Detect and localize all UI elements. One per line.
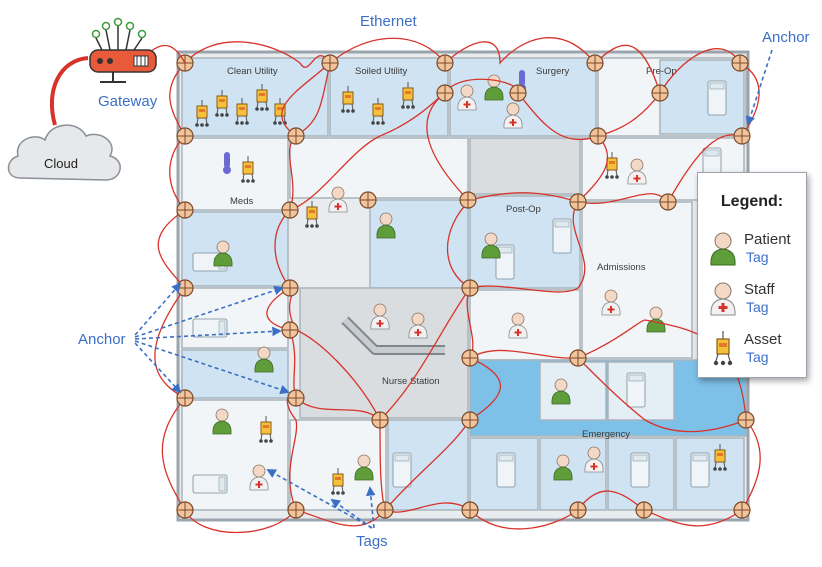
- ethernet-label: Ethernet: [360, 13, 418, 30]
- legend-title: Legend:: [720, 193, 784, 210]
- legend-item-asset: Asset Tag: [706, 329, 802, 375]
- anchor-arrows: [134, 49, 773, 529]
- room-meds: [181, 137, 289, 211]
- anchor-label-top: Anchor: [762, 29, 810, 46]
- legend: Legend: Patient Tag Staff Tag Asset: [697, 172, 807, 378]
- staff-icon: [710, 282, 736, 316]
- patient-icon: [710, 232, 736, 266]
- legend-item-tag: Tag: [746, 299, 769, 315]
- gateway-label: Gateway: [98, 93, 158, 110]
- anchor-label-left: Anchor: [78, 331, 126, 348]
- room-left-2: [181, 287, 289, 349]
- room-label-pre-op: Pre-Op: [646, 66, 677, 77]
- mesh-network-wire-3: [266, 92, 747, 512]
- asset-icon: [713, 331, 733, 366]
- room-left-4: [181, 399, 289, 511]
- legend-item-staff: Staff Tag: [706, 279, 802, 325]
- cloud-icon: [7, 124, 121, 181]
- room-label-meds: Meds: [230, 196, 253, 207]
- legend-item-tag: Tag: [746, 349, 769, 365]
- room-admissions: [581, 201, 693, 359]
- legend-item-label: Staff: [744, 281, 775, 298]
- room-label-nurse-station: Nurse Station: [382, 376, 440, 387]
- room-label-soiled-utility: Soiled Utility: [355, 66, 408, 77]
- tags-label: Tags: [356, 533, 388, 550]
- room-label-admissions: Admissions: [597, 262, 646, 273]
- legend-item-label: Patient: [744, 231, 791, 248]
- room-label-emergency: Emergency: [582, 429, 630, 440]
- legend-item-tag: Tag: [746, 249, 769, 265]
- room-label-clean-utility: Clean Utility: [227, 66, 278, 77]
- gateway-cloud-cable: [49, 56, 89, 126]
- cloud-label: Cloud: [44, 156, 78, 171]
- room-label-post-op: Post-Op: [506, 204, 541, 215]
- legend-item-patient: Patient Tag: [706, 229, 802, 275]
- gateway-icon: [89, 17, 157, 83]
- room-label-surgery: Surgery: [536, 66, 570, 77]
- room-left-1: [181, 211, 289, 287]
- legend-item-label: Asset: [744, 331, 782, 348]
